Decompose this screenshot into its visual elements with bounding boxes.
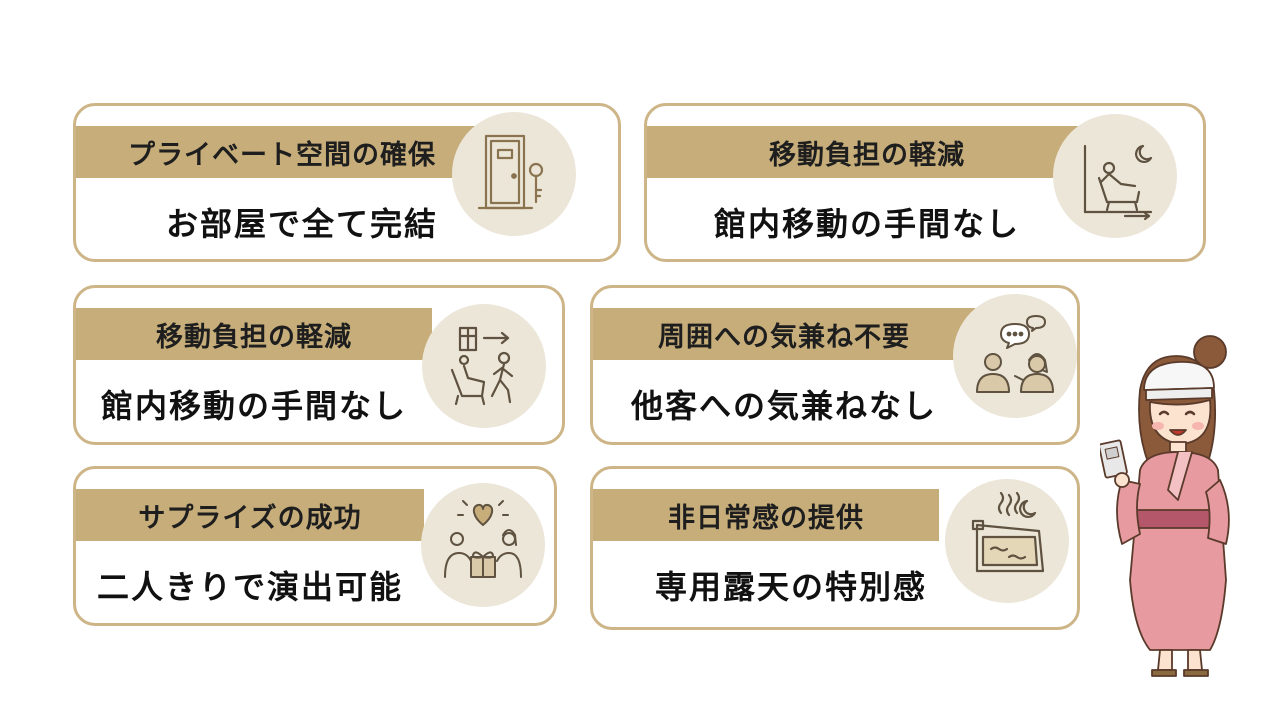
door-key-icon	[477, 134, 544, 210]
card-subtitle-area: 専用露天の特別感	[593, 557, 989, 613]
card-title: 非日常感の提供	[668, 502, 864, 534]
gift-heart-couple-icon	[444, 500, 522, 578]
card-subtitle: 二人きりで演出可能	[96, 568, 403, 606]
benefit-card-private-space: プライベート空間の確保 お部屋で全て完結	[73, 103, 621, 262]
open-air-bath-moon-icon	[971, 491, 1045, 573]
card-title: 周囲への気兼ね不要	[658, 321, 910, 353]
card-title-band: 非日常感の提供	[593, 489, 939, 541]
card-title-band: プライベート空間の確保	[76, 126, 488, 178]
card-subtitle: 館内移動の手間なし	[713, 205, 1020, 243]
benefit-card-no-worry: 周囲への気兼ね不要 他客への気兼ねなし	[590, 285, 1080, 445]
card-title-band: 周囲への気兼ね不要	[593, 308, 975, 360]
benefit-card-extraordinary: 非日常感の提供 専用露天の特別感	[590, 466, 1080, 630]
benefit-card-less-movement: 移動負担の軽減 館内移動の手間なし	[644, 103, 1206, 262]
card-subtitle-area: 館内移動の手間なし	[76, 376, 432, 432]
card-subtitle: 他客への気兼ねなし	[630, 387, 937, 425]
yukata-girl-illustration	[1100, 335, 1230, 677]
card-title-band: 移動負担の軽減	[76, 308, 432, 360]
icon-circle	[953, 294, 1077, 418]
icon-circle	[1053, 114, 1177, 238]
card-title-band: 移動負担の軽減	[647, 126, 1087, 178]
card-subtitle: 館内移動の手間なし	[100, 387, 407, 425]
card-subtitle: 専用露天の特別感	[654, 568, 927, 606]
card-title: 移動負担の軽減	[156, 321, 352, 353]
card-subtitle-area: 二人きりで演出可能	[76, 557, 424, 613]
icon-circle	[452, 112, 576, 236]
benefit-card-surprise: サプライズの成功 二人きりで演出可能	[73, 466, 557, 626]
icon-circle	[421, 483, 545, 607]
chair-walking-person-icon	[450, 326, 514, 406]
card-subtitle-area: お部屋で全て完結	[76, 194, 528, 250]
card-subtitle-area: 他客への気兼ねなし	[593, 376, 975, 432]
card-subtitle-area: 館内移動の手間なし	[647, 194, 1087, 250]
icon-circle	[945, 479, 1069, 603]
reclining-chair-moon-icon	[1083, 144, 1153, 221]
conversation-people-icon	[976, 315, 1054, 393]
card-title: プライベート空間の確保	[128, 139, 436, 171]
card-title: 移動負担の軽減	[769, 139, 965, 171]
card-title: サプライズの成功	[138, 502, 362, 534]
icon-circle	[422, 304, 546, 428]
card-title-band: サプライズの成功	[76, 489, 424, 541]
benefit-card-less-movement-2: 移動負担の軽減 館内移動の手間なし	[73, 285, 565, 445]
card-subtitle: お部屋で全て完結	[165, 205, 438, 243]
